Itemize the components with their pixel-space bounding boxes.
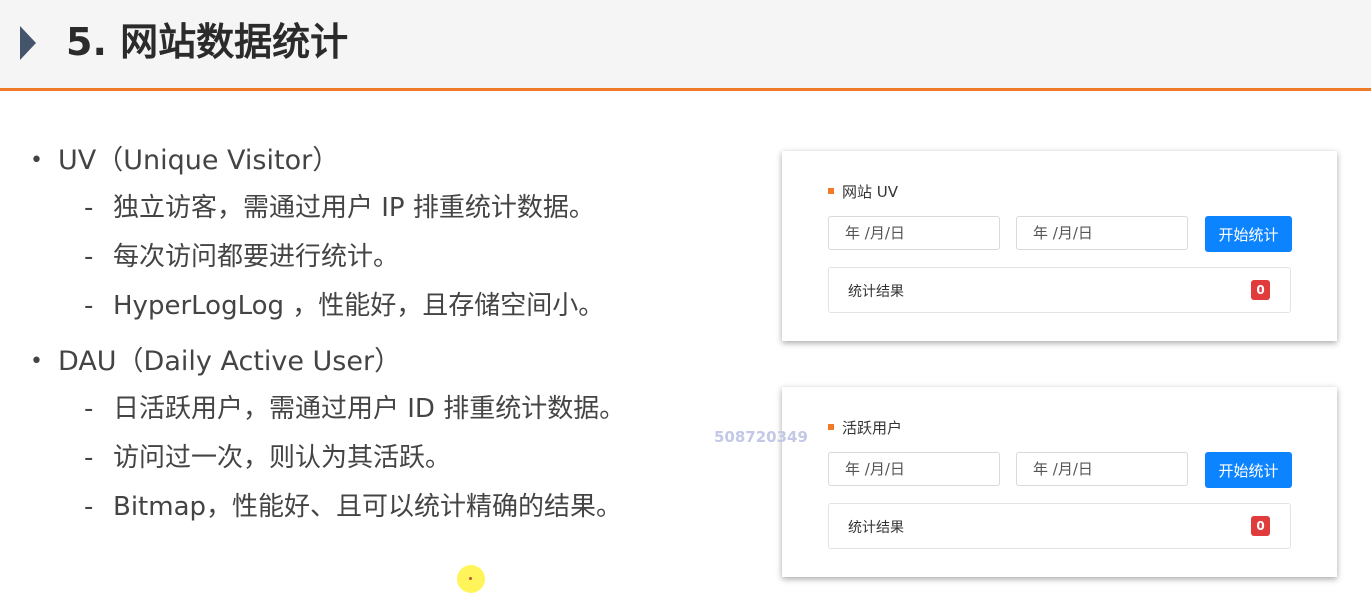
slide-header: 5. 网站数据统计: [0, 0, 1371, 91]
sub-bullet: - HyperLogLog ，性能好，且存储空间小。: [30, 282, 730, 331]
dau-stats-card: 活跃用户 开始统计 统计结果 0: [782, 387, 1337, 577]
sub-bullet: - 独立访客，需通过用户 IP 排重统计数据。: [30, 184, 730, 233]
start-date-field[interactable]: [828, 452, 1000, 486]
cursor-highlight: [457, 565, 485, 593]
result-label: 统计结果: [848, 284, 904, 300]
bullet-title: DAU（Daily Active User）: [58, 346, 402, 377]
sub-bullet-text: 每次访问都要进行统计。: [113, 242, 400, 272]
result-label: 统计结果: [848, 520, 904, 536]
sub-bullet: - 访问过一次，则认为其活跃。: [30, 434, 730, 483]
end-date-input[interactable]: [1017, 453, 1187, 485]
result-count-badge: 0: [1251, 280, 1270, 300]
end-date-input[interactable]: [1017, 217, 1187, 249]
square-marker-icon: [828, 187, 834, 194]
result-count-badge: 0: [1251, 516, 1270, 536]
sub-bullet: - Bitmap，性能好、且可以统计精确的结果。: [30, 483, 730, 532]
dash-icon: -: [84, 492, 94, 522]
sub-bullet-text: 访问过一次，则认为其活跃。: [113, 443, 452, 473]
dash-icon: -: [84, 394, 94, 424]
card-title-text: 网站 UV: [842, 183, 899, 201]
result-panel: 统计结果 0: [828, 267, 1291, 313]
bullet-list: • UV（Unique Visitor） - 独立访客，需通过用户 IP 排重统…: [30, 138, 730, 532]
end-date-field[interactable]: [1016, 452, 1188, 486]
card-title-text: 活跃用户: [842, 419, 903, 437]
page-title: 5. 网站数据统计: [66, 20, 349, 64]
dash-icon: -: [84, 291, 94, 321]
dash-icon: -: [84, 193, 94, 223]
start-date-field[interactable]: [828, 216, 1000, 250]
sub-bullet: - 每次访问都要进行统计。: [30, 233, 730, 282]
start-date-input[interactable]: [829, 453, 999, 485]
uv-stats-card: 网站 UV 开始统计 统计结果 0: [782, 151, 1337, 341]
start-stats-button[interactable]: 开始统计: [1205, 452, 1292, 488]
triangle-arrow-icon: [20, 26, 36, 60]
dash-icon: -: [84, 242, 94, 272]
bullet-dau: • DAU（Daily Active User）: [30, 339, 730, 385]
card-title: 活跃用户: [828, 417, 902, 438]
start-stats-button[interactable]: 开始统计: [1205, 216, 1292, 252]
watermark: 508720349: [714, 428, 808, 446]
bullet-dot-icon: •: [30, 148, 43, 173]
dash-icon: -: [84, 443, 94, 473]
sub-bullet-text: Bitmap，性能好、且可以统计精确的结果。: [113, 492, 623, 522]
start-date-input[interactable]: [829, 217, 999, 249]
bullet-uv: • UV（Unique Visitor）: [30, 138, 730, 184]
sub-bullet: - 日活跃用户，需通过用户 ID 排重统计数据。: [30, 385, 730, 434]
sub-bullet-text: HyperLogLog ，性能好，且存储空间小。: [113, 291, 605, 321]
card-title: 网站 UV: [828, 181, 898, 202]
result-panel: 统计结果 0: [828, 503, 1291, 549]
bullet-title: UV（Unique Visitor）: [58, 145, 340, 176]
sub-bullet-text: 日活跃用户，需通过用户 ID 排重统计数据。: [113, 394, 626, 424]
end-date-field[interactable]: [1016, 216, 1188, 250]
sub-bullet-text: 独立访客，需通过用户 IP 排重统计数据。: [113, 193, 595, 223]
bullet-dot-icon: •: [30, 349, 43, 374]
square-marker-icon: [828, 423, 834, 430]
